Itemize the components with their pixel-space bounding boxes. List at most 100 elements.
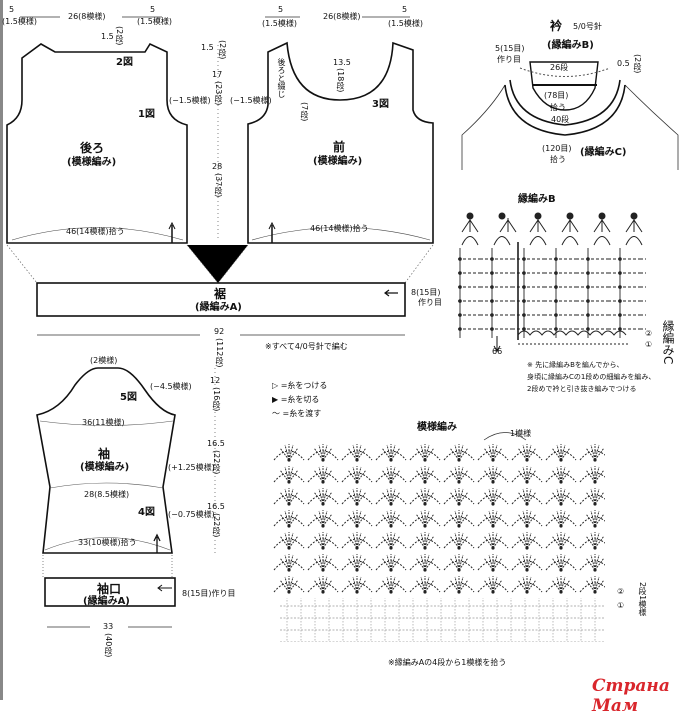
collar-depth-rows: (2段) [633, 54, 642, 74]
back-neck-rows: (2段) [115, 26, 124, 46]
legend-attach: ▷ =糸をつける [272, 381, 328, 390]
front-seam-note: 後ろと綴じ [277, 58, 286, 98]
hem-cast-on: 作り目 [418, 298, 442, 307]
sleeve-cap-height: 12 [210, 376, 221, 385]
page-edge [0, 0, 3, 700]
front-top-dim: 26(8模様) [323, 12, 361, 21]
edging-c-label: 縁編みC [661, 320, 675, 365]
body-rows: (37段) [214, 173, 223, 198]
front-left-dim: 5 [278, 5, 284, 14]
collar-title: 衿 [550, 19, 563, 33]
sleeve-fig4: 4図 [138, 507, 155, 518]
edging-note-1: ※ 先に縁編みBを編んでから、 [527, 361, 624, 369]
sleeve-bottom: 33(10模様)拾う [78, 538, 137, 547]
hem-title: 裾 [214, 287, 227, 301]
shoulder-dim: 1.5 [201, 43, 214, 52]
edging-row1: ① [645, 340, 653, 349]
sleeve-title: 袖 [98, 447, 111, 461]
hem-note: ※すべて4/0号針で編む [265, 342, 348, 351]
back-armhole: (−1.5模様) [169, 96, 211, 105]
sleeve-upper-height: 16.5 [207, 439, 225, 448]
edging-b-title: 縁編みB [518, 194, 556, 205]
front-fig3: 3図 [372, 99, 389, 110]
shoulder-rows: (2段) [218, 40, 227, 60]
front-bottom: 46(14模様)拾う [310, 224, 369, 233]
sleeve-lower-height: 16.5 [207, 502, 225, 511]
back-left-dim-sub: (1.5模様) [2, 17, 37, 26]
cuff-title: 袖口 [97, 582, 122, 596]
collar-pick120: 拾う [550, 155, 566, 164]
back-right-dim: 5 [150, 5, 156, 14]
front-armhole: (−1.5模様) [230, 96, 272, 105]
pattern-rows-label: 2段1模様 [638, 582, 647, 617]
collar-diagram [461, 61, 679, 170]
sleeve-mid: 28(8.5模様) [84, 490, 130, 499]
sleeve-subtitle: (模様編み) [80, 462, 130, 473]
pattern-diagram [6, 16, 679, 642]
edging-row2: ② [645, 329, 653, 338]
sleeve-fig5: 5図 [120, 392, 137, 403]
watermark-logo: Страна Мам [592, 676, 670, 716]
sleeve-lower-rows: (22段) [212, 513, 221, 538]
collar-rows26: 26段 [550, 63, 569, 72]
legend-carry: 〜 =糸を渡す [272, 409, 322, 418]
front-neck-rows: (18段) [336, 68, 345, 93]
collar-edging-c: (縁編みC) [580, 147, 627, 158]
sleeve-cap-dec: (−4.5模様) [150, 382, 192, 391]
back-neck: 1.5 [101, 32, 114, 41]
back-subtitle: (模様編み) [67, 157, 117, 168]
collar-cast: 5(15目) [495, 44, 525, 53]
cuff-rows: (40段) [104, 633, 113, 658]
edging-note-3: 2段めで衿と引き抜き編みでつける [527, 385, 637, 393]
front-right-dim: 5 [402, 5, 408, 14]
edging-b-chart [456, 212, 646, 352]
back-right-dim-sub: (1.5模様) [137, 17, 172, 26]
hem-band [36, 282, 406, 317]
collar-depth: 0.5 [617, 59, 630, 68]
front-panel-outline [247, 41, 434, 244]
front-title: 前 [333, 140, 346, 154]
back-title: 後ろ [80, 141, 105, 155]
collar-st78: (78目) [544, 91, 569, 100]
collar-pick78: 拾う [550, 103, 566, 112]
cuff-subtitle: (縁編みA) [83, 596, 130, 607]
pattern-title: 模様編み [417, 422, 457, 433]
edging-note-2: 身頃に縁編みCの1段めの細編みを編み、 [527, 373, 656, 381]
sleeve-cap: (2模様) [90, 356, 118, 365]
collar-hook: 5/0号針 [573, 22, 602, 31]
back-panel-outline [6, 42, 188, 244]
collar-edging-b: (縁編みB) [547, 40, 594, 51]
back-top-dim: 26(8模様) [68, 12, 106, 21]
edging-row66: 66 [492, 347, 503, 356]
pattern-stitch-chart [272, 432, 605, 642]
front-neck-depth: 13.5 [333, 58, 351, 67]
body-dim: 28 [212, 162, 223, 171]
front-right-dim-sub: (1.5模様) [388, 19, 423, 28]
collar-st120: (120目) [542, 144, 572, 153]
collar-cast-on: 作り目 [497, 55, 521, 64]
sleeve-outline [36, 367, 176, 554]
pattern-repeat: 1模様 [510, 429, 532, 438]
pattern-note: ※縁編みAの4段から1模様を拾う [388, 658, 507, 667]
back-left-dim: 5 [9, 5, 15, 14]
front-rows7: (7段) [300, 102, 309, 122]
front-left-dim-sub: (1.5模様) [262, 19, 297, 28]
hem-width-rows: (112段) [215, 338, 224, 368]
sleeve-inc: (+1.25模様) [168, 463, 215, 472]
cuff-width: 33 [103, 622, 114, 631]
sleeve-dec: (−0.75模様) [168, 510, 215, 519]
hem-width: 92 [214, 327, 225, 336]
hem-height: 8(15目) [411, 288, 441, 297]
armhole-rows: (23段) [214, 81, 223, 106]
cuff-height: 8(15目)作り目 [182, 589, 236, 598]
collar-rows40: 40段 [551, 115, 570, 124]
back-fig1: 1図 [138, 109, 155, 120]
back-fig2: 2図 [116, 57, 133, 68]
pattern-row1: ① [617, 601, 625, 610]
legend-cut: ▶ =糸を切る [272, 395, 320, 404]
armhole-dim: 17 [212, 70, 223, 79]
pattern-row2: ② [617, 587, 625, 596]
sleeve-upper: 36(11模様) [82, 418, 125, 427]
sleeve-cap-rows: (16段) [212, 387, 221, 412]
cuff-band [44, 577, 176, 607]
